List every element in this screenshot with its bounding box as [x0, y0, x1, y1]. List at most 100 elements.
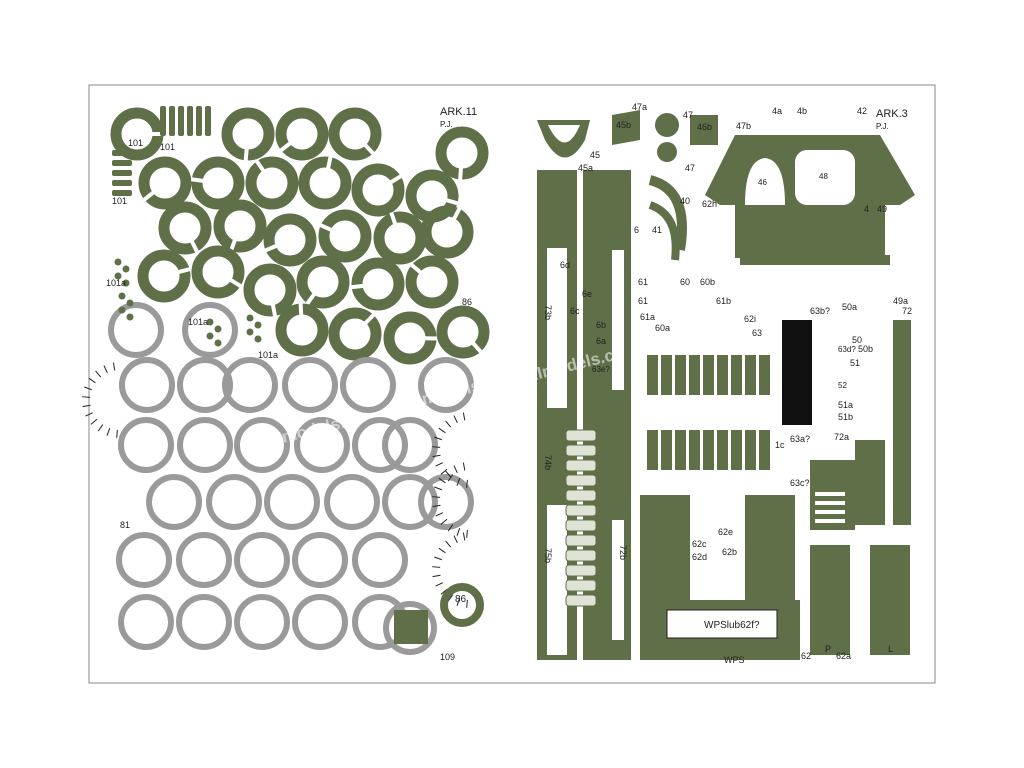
green-ring-part	[158, 201, 212, 255]
gear-tick	[435, 582, 444, 587]
gear-tick	[106, 428, 111, 436]
cut-window	[612, 520, 624, 640]
gear-tick	[445, 420, 452, 428]
part-label: 101	[160, 142, 175, 152]
part-label: 40	[680, 196, 690, 206]
left-sheet-title: ARK.11	[440, 106, 477, 118]
gray-ring-part	[282, 357, 338, 413]
green-ring-part	[351, 257, 405, 311]
part-label: 49a	[893, 296, 908, 306]
green-ring-part	[138, 156, 192, 210]
gear-tick	[447, 524, 454, 532]
part-label: 50a	[842, 302, 857, 312]
cut-window	[612, 250, 624, 390]
green-ring-part	[373, 211, 427, 265]
gray-ring-part	[352, 532, 408, 588]
hull-strip	[893, 320, 911, 525]
green-ring-part	[405, 255, 459, 309]
gray-ring-part	[177, 357, 233, 413]
gray-ring-part	[418, 474, 474, 530]
gear-tick	[432, 446, 441, 448]
gear-tick	[456, 598, 461, 606]
part-label: 101a	[106, 278, 126, 288]
louvre-block	[565, 549, 597, 562]
part-label: 62h	[702, 199, 717, 209]
gear-tick	[445, 540, 452, 548]
part-label: 86	[462, 297, 472, 307]
gear-tick	[456, 528, 461, 536]
ring-gap	[363, 143, 375, 156]
ring-gap	[389, 174, 403, 184]
gear-tick	[85, 412, 94, 417]
gear-tick	[466, 529, 468, 538]
cut-window	[547, 505, 567, 655]
part-label: 63e?	[592, 365, 610, 374]
louvre-block	[565, 564, 597, 577]
green-ring-part	[436, 305, 490, 359]
hatch-cut	[745, 158, 785, 205]
part-label: 62	[801, 651, 811, 661]
track-link-strip	[112, 150, 132, 156]
part-label: 62a	[836, 651, 851, 661]
part-label: WPSlub62f?	[704, 620, 760, 631]
engine-slat	[815, 519, 845, 523]
part-label: 42	[857, 106, 867, 116]
part-label: 6b	[596, 320, 606, 330]
green-ring-part	[243, 263, 297, 317]
part-label: 48	[819, 172, 828, 181]
part-label: 101a	[258, 350, 278, 360]
gear-tick	[447, 474, 454, 482]
track-link-strip	[196, 106, 202, 136]
gear-tick	[466, 599, 468, 608]
part-label: 46b	[697, 122, 712, 132]
ring-gap	[270, 304, 278, 317]
part-label: 45	[590, 150, 600, 160]
ring-gap	[326, 156, 333, 169]
part-label: 46	[758, 178, 767, 187]
part-label: 49	[877, 204, 887, 214]
gear-tick	[103, 365, 108, 374]
gear-tick	[90, 418, 98, 425]
gray-ring-part	[118, 594, 174, 650]
ring-gap	[458, 167, 463, 181]
green-ring-part	[275, 107, 329, 161]
right-sheet-title: ARK.3	[876, 108, 908, 120]
gear-tick	[456, 478, 461, 486]
ring-gap	[190, 240, 200, 253]
louvre-block	[565, 504, 597, 517]
part-label: 1c	[775, 440, 785, 450]
gear-tick	[462, 532, 466, 541]
ring-gap	[279, 141, 292, 153]
ring-gap	[319, 223, 333, 232]
green-ring-part	[328, 307, 382, 361]
chain-link	[246, 314, 254, 322]
part-label: 62d	[692, 552, 707, 562]
ring-gap	[264, 244, 277, 253]
gear-tick	[453, 415, 458, 424]
green-ring-part	[245, 156, 299, 210]
gear-tick	[432, 504, 441, 508]
gear-tick	[432, 496, 441, 498]
gear-tick	[434, 436, 442, 441]
chain-link	[214, 339, 222, 347]
small-tile	[759, 355, 770, 395]
gray-ring-part	[340, 357, 396, 413]
gear-tick	[438, 477, 446, 484]
part-label: 74b	[543, 455, 553, 470]
hub-part	[394, 610, 428, 644]
chain-link	[126, 313, 134, 321]
gear-tick	[466, 479, 468, 488]
part-label: 50	[852, 335, 862, 345]
ring-gap	[389, 211, 398, 225]
gray-ring-part	[382, 417, 438, 473]
small-tile	[675, 430, 686, 470]
louvre-block	[565, 594, 597, 607]
gear-tick	[82, 396, 91, 398]
part-label: 62b	[722, 547, 737, 557]
track-link-strip	[187, 106, 193, 136]
gray-ring-part	[176, 532, 232, 588]
gray-ring-part	[116, 532, 172, 588]
green-ring-part	[440, 583, 484, 627]
gear-tick	[440, 518, 448, 525]
gear-tick	[88, 377, 96, 384]
